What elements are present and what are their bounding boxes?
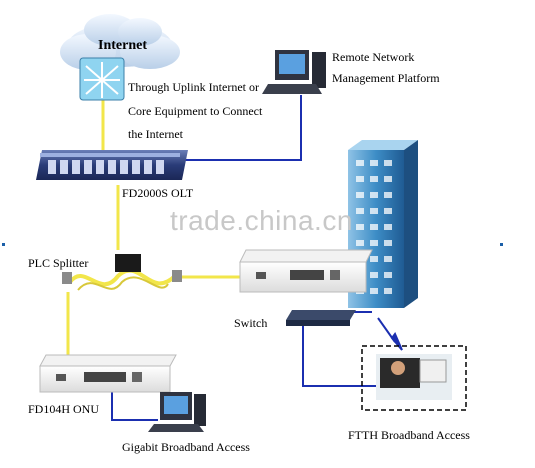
splitter-label: PLC Splitter <box>28 256 89 270</box>
uplink-label-line1: Through Uplink Internet or <box>128 80 259 94</box>
uplink-label-line2: Core Equipment to Connect <box>128 104 263 118</box>
building-icon <box>348 140 418 308</box>
gigabit-label: Gigabit Broadband Access <box>122 440 250 454</box>
ethernet-switch-icon <box>286 310 356 326</box>
core-router-icon <box>79 57 125 101</box>
switch-device-icon <box>239 249 373 293</box>
gigabit-pc-icon <box>148 392 206 432</box>
ethernet-links <box>111 95 403 421</box>
uplink-label-line3: the Internet <box>128 127 183 141</box>
arrow-head <box>390 332 403 351</box>
remote-label-line1: Remote Network <box>332 50 415 64</box>
ethernet-link-switch-pc <box>302 322 380 387</box>
olt-device-icon <box>36 150 188 180</box>
internet-cloud <box>60 14 180 70</box>
internet-label: Internet <box>98 38 147 53</box>
switch-label: Switch <box>234 316 268 330</box>
olt-label: FD2000S OLT <box>122 186 194 200</box>
remote-label-line2: Management Platform <box>332 71 440 85</box>
fiber-links <box>66 100 252 356</box>
ftth-label: FTTH Broadband Access <box>348 428 470 442</box>
edge-mark-left <box>2 243 5 246</box>
onu-label: FD104H ONU <box>28 402 100 416</box>
remote-pc-icon <box>262 50 326 94</box>
ethernet-link-onu-pc <box>111 388 158 421</box>
watermark: trade.china.cn <box>170 205 353 236</box>
ftth-terminal <box>361 345 467 411</box>
edge-mark-right <box>500 243 503 246</box>
onu-device-icon <box>39 354 177 393</box>
plc-splitter-icon <box>62 254 182 291</box>
ethernet-link-olt-remote <box>185 95 302 161</box>
